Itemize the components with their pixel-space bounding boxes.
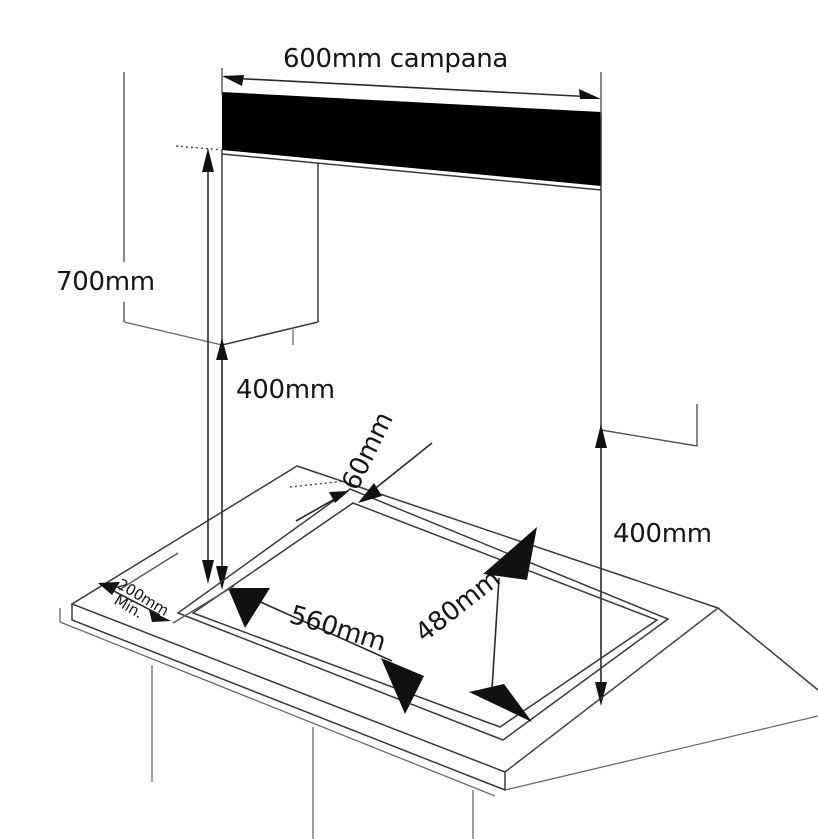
label-cutout-width: 560mm [286, 600, 389, 658]
side-clearance-dimension [98, 552, 235, 624]
cutout-depth-dimension [469, 527, 537, 722]
hood-width-arrow-right [579, 89, 601, 99]
hood-width-dimension [221, 68, 602, 118]
hood-to-hob-dimension-left [202, 148, 214, 584]
cutout-offset-dimension [289, 442, 433, 522]
label-cutout-offset: 60mm [336, 408, 399, 495]
label-hood-width: 600mm campana [283, 44, 508, 74]
countertop-group [59, 465, 818, 797]
range-hood-group [221, 92, 602, 430]
cutout-width-dimension [228, 588, 424, 714]
dim-200-arrow-right [149, 610, 171, 622]
dim-480-line [491, 577, 500, 690]
dim-700-arrow-top [216, 338, 228, 360]
dim-400-right-arrow-top [595, 424, 607, 448]
dim-480-arrow-bottom [469, 684, 532, 722]
countertop-right-extension [717, 607, 818, 691]
dim-700-arrow-bottom [216, 566, 228, 590]
overall-height-dimension [123, 72, 223, 346]
dim-400-right-ext-top [600, 429, 698, 447]
dim-60-arrow [358, 483, 382, 503]
label-cutout-depth: 480mm [410, 564, 506, 648]
dim-560-arrow-end [381, 658, 424, 714]
dim-60-line [366, 442, 433, 496]
height-700-leader [123, 321, 223, 346]
cabinet-drop-lines [151, 665, 474, 839]
countertop-top-surface [70, 465, 720, 773]
label-right-clearance: 400mm [613, 519, 712, 549]
hood-bottom-reference-tick [175, 145, 223, 151]
cooktop-inner-frame [191, 502, 659, 728]
hood-body-bottom-edge [221, 321, 319, 346]
hood-width-dim-line [227, 77, 596, 98]
dim-560-line [255, 599, 393, 662]
cooktop-outer-frame [176, 488, 670, 741]
dim-560-arrow-start [228, 588, 270, 628]
dim-60-counter-line [295, 495, 341, 522]
hood-bottom-edge [221, 153, 602, 191]
label-hood-to-cooktop: 400mm [236, 375, 335, 405]
dim-60-counter-arrow [329, 491, 349, 503]
label-overall-height: 700mm [56, 267, 155, 297]
dim-200-ext-right [172, 585, 235, 624]
dim-400-left-arrow-top [202, 148, 214, 172]
dim-200-ext-left [118, 552, 179, 591]
countertop-lower-edge [59, 621, 496, 797]
dim-400-right-arrow-bottom [595, 682, 607, 706]
countertop-front-extension [504, 715, 818, 791]
clearance-dimension-right [595, 404, 698, 706]
dim-480-arrow-top [483, 527, 537, 580]
overall-height-leader-line [216, 338, 228, 590]
dim-200-line [107, 587, 161, 616]
dim-400-left-arrow-bottom [202, 560, 214, 584]
cooktop-cutout-group [176, 488, 670, 741]
countertop-front-thickness [71, 604, 506, 792]
dim-200-arrow-left [98, 582, 120, 595]
hood-width-arrow-left [222, 75, 244, 86]
hood-front-band [222, 92, 601, 186]
dim-60-reference-tick [289, 480, 346, 488]
